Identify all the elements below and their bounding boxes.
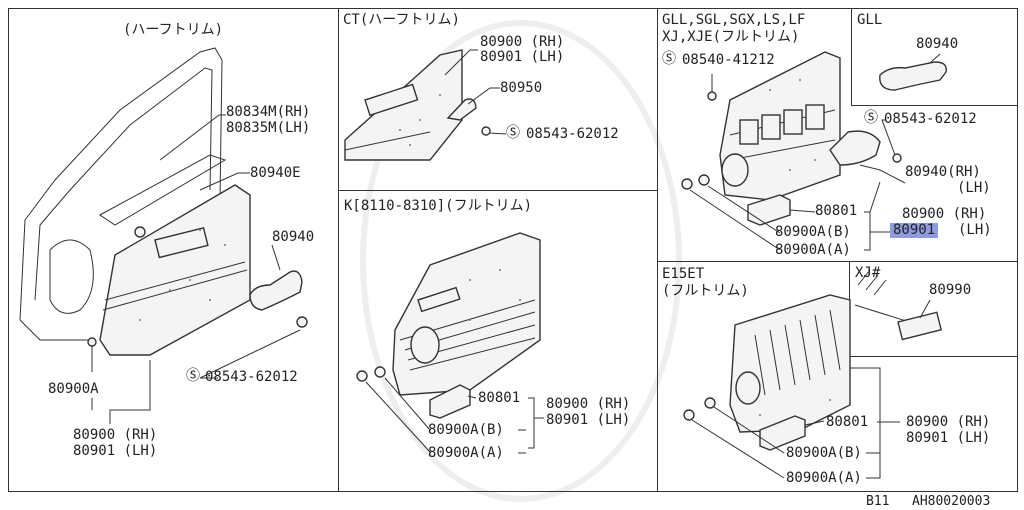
- label-80801-k: 80801: [478, 390, 521, 406]
- label-80900ab-e15et: 80900A(B): [786, 445, 862, 461]
- panel-xj-title: XJ#: [855, 265, 881, 281]
- label-80900-rh-gll: 80900 (RH): [902, 206, 987, 222]
- footer-page-code: B11: [866, 494, 890, 509]
- panel-ct-title: CT(ハーフトリム): [343, 12, 460, 28]
- panel-left-title: (ハーフトリム): [123, 22, 224, 38]
- label-screw-ct: 08543-62012: [526, 126, 619, 142]
- label-80940-gll-inset: 80940: [916, 36, 959, 52]
- trim-panel-k: [392, 232, 541, 396]
- door-frame-drawing: [19, 47, 227, 341]
- clip-left-bottom: [87, 337, 97, 347]
- label-80834m: 80834M(RH): [226, 104, 311, 120]
- label-80901-lh-gll: (LH): [958, 222, 992, 238]
- label-80900aa-e15et: 80900A(A): [786, 470, 862, 486]
- screw-symbol-left: Ⓢ: [186, 368, 200, 384]
- label-80901-lh-e15et: 80901 (LH): [906, 430, 991, 446]
- label-80900ab-gll: 80900A(B): [775, 224, 851, 240]
- pocket-k: [429, 384, 471, 419]
- label-80940-left: 80940: [272, 229, 315, 245]
- handle-gll: [829, 130, 881, 166]
- label-screw-gll-right: 08543-62012: [884, 111, 977, 127]
- label-80900a-left: 80900A: [48, 381, 99, 397]
- screw-left: [296, 316, 308, 328]
- panel-e15et-title-2: (フルトリム): [662, 283, 749, 299]
- clip-gll-b: [698, 174, 710, 186]
- panel-k-title: K[8110-8310](フルトリム): [344, 198, 533, 214]
- trim-panel-left: [99, 184, 251, 356]
- panel-gll-inset-title: GLL: [857, 12, 883, 28]
- label-80940-rh-gll: 80940(RH): [905, 164, 981, 180]
- screw-gll-top: [707, 91, 717, 101]
- label-80940-lh-gll: (LH): [957, 180, 991, 196]
- armrest-left: [249, 270, 303, 311]
- screw-symbol-gll-right: Ⓢ: [864, 110, 878, 126]
- trim-panel-gll: [719, 51, 841, 201]
- handle-gll-inset: [879, 61, 947, 91]
- panel-e15et: [657, 261, 1018, 492]
- label-80901-lh-left: 80901 (LH): [73, 443, 158, 459]
- screw-ct: [481, 126, 491, 136]
- label-80900-rh-e15et: 80900 (RH): [906, 414, 991, 430]
- label-80940e: 80940E: [250, 165, 301, 181]
- screw-symbol-ct: Ⓢ: [506, 125, 520, 141]
- label-screw-left: 08543-62012: [205, 369, 298, 385]
- label-80990: 80990: [929, 282, 972, 298]
- label-80900-rh-k: 80900 (RH): [546, 396, 631, 412]
- clip-e15et-a: [683, 409, 695, 421]
- label-80900ab-k: 80900A(B): [428, 422, 504, 438]
- panel-gll-inset: [851, 8, 1018, 106]
- clip-e15et-b: [704, 397, 716, 409]
- label-80901-highlighted[interactable]: 80901: [890, 223, 939, 238]
- panel-e15et-title-1: E15ET: [662, 266, 705, 282]
- panel-gll-title-1: GLL,SGL,SGX,LS,LF: [662, 12, 806, 28]
- footer-diagram-code: AH80020003: [912, 494, 991, 509]
- label-80900-rh-ct: 80900 (RH): [480, 34, 565, 50]
- label-80801-e15et: 80801: [826, 414, 869, 430]
- clip-k-b: [374, 366, 386, 378]
- label-80901-lh-k: 80901 (LH): [546, 412, 631, 428]
- pocket-e15et: [759, 415, 806, 451]
- screw-gll-right: [892, 153, 902, 163]
- clip-gll-a: [681, 178, 693, 190]
- panel-gll-title-2: XJ,XJE(フルトリム): [662, 29, 800, 45]
- label-80801-gll: 80801: [815, 203, 858, 219]
- trim-panel-e15et: [729, 294, 851, 433]
- clip-left-top: [134, 226, 146, 238]
- label-80950: 80950: [500, 80, 543, 96]
- label-80900-rh-left: 80900 (RH): [73, 427, 158, 443]
- clip-k-a: [356, 370, 368, 382]
- label-80835m: 80835M(LH): [226, 120, 311, 136]
- label-80901-lh-ct: 80901 (LH): [480, 49, 565, 65]
- vent-xj: [897, 311, 943, 341]
- screw-symbol-gll-top: Ⓢ: [662, 51, 676, 67]
- label-80900aa-gll: 80900A(A): [775, 242, 851, 258]
- pocket-gll: [747, 194, 791, 226]
- trim-panel-ct: [344, 49, 463, 161]
- label-screw-gll-top: 08540-41212: [682, 52, 775, 68]
- label-80900aa-k: 80900A(A): [428, 445, 504, 461]
